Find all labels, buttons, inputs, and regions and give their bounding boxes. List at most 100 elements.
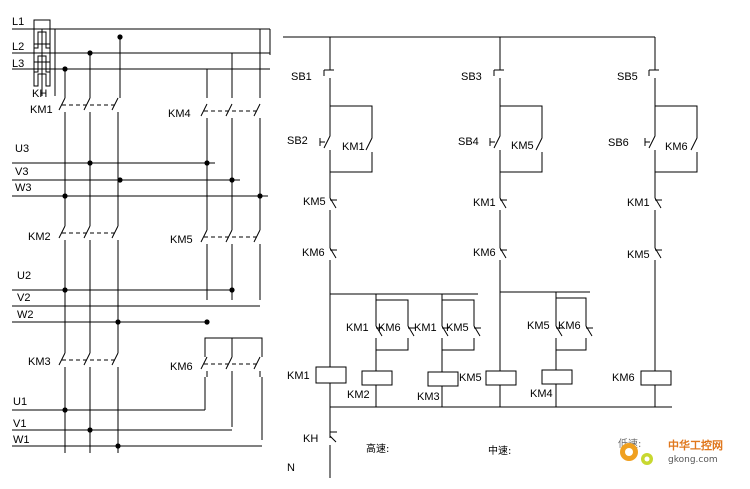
label-KM6-hold: KM6 — [665, 141, 688, 153]
label-U2: U2 — [17, 270, 31, 282]
label-KM5-lock3: KM5 — [627, 249, 650, 261]
km6-power-contact-3 — [253, 356, 261, 377]
km6-star-bridge — [204, 337, 263, 357]
label-KM1-hold: KM1 — [342, 141, 365, 153]
ctrl-aux-KM5-a — [473, 318, 481, 346]
label-KM4-power: KM4 — [168, 108, 191, 120]
label-KM6-lock2: KM6 — [473, 247, 496, 259]
dot-U2-b — [229, 287, 235, 293]
km5-power-contact-2 — [225, 229, 233, 250]
label-coil-KM3: KM3 — [417, 391, 440, 403]
label-KH-control: KH — [303, 433, 318, 445]
label-aux-KM1-a: KM1 — [346, 322, 369, 334]
km5-power-contact-3 — [253, 229, 261, 250]
ctrl-col1-stop — [323, 64, 334, 86]
km3-power-contact-1 — [58, 352, 66, 373]
km3-power-contact-3 — [111, 352, 119, 373]
dot-U1 — [62, 407, 68, 413]
label-V3: V3 — [15, 166, 28, 178]
ctrl-aux12-join — [376, 346, 409, 351]
label-coil-KM5: KM5 — [459, 372, 482, 384]
dot-W1 — [115, 443, 121, 449]
diagram-labels: L1 L2 L3 KH KM1 KM2 KM3 KM4 KM5 KM6 U3 V… — [12, 16, 688, 474]
ctrl-aux6-feed — [555, 292, 587, 318]
coil-KM6 — [640, 370, 672, 386]
ctrl-col1-hold — [365, 132, 373, 158]
coil-KM1 — [315, 366, 347, 384]
ctrl-kh-contact — [329, 430, 337, 478]
km2-power-contact-2 — [83, 225, 91, 246]
label-KM5-hold: KM5 — [511, 140, 534, 152]
ctrl-col3-hold-top — [655, 105, 698, 132]
dot-V3-b — [229, 177, 235, 183]
coil-KM3 — [427, 371, 459, 387]
coil-KM5 — [485, 370, 517, 386]
label-KM1-power: KM1 — [30, 104, 53, 116]
km6-power-contact-2 — [225, 356, 233, 377]
label-KM3-power: KM3 — [28, 356, 51, 368]
ctrl-aux-KM1-b — [441, 318, 449, 346]
watermark-brand: 中华工控网 — [668, 438, 723, 452]
km1-power-contact-3 — [111, 97, 119, 118]
kh-power-frame-top — [33, 19, 51, 49]
km3-power-contact-2 — [83, 352, 91, 373]
label-V2: V2 — [17, 292, 30, 304]
km4-power-contact-1 — [200, 103, 208, 124]
ctrl-aux34-join — [442, 346, 475, 351]
ctrl-col2-hold-bottom — [500, 158, 543, 173]
ctrl-col1-hold-bottom — [330, 158, 373, 173]
label-SB2: SB2 — [287, 135, 308, 147]
ctrl-col3-hold — [690, 132, 698, 158]
ctrl-aux-KM5-b — [555, 318, 563, 346]
ctrl-aux-KM6-b — [585, 318, 593, 346]
label-SB3: SB3 — [461, 71, 482, 83]
ctrl-col2-stop — [493, 64, 504, 86]
km2-power-contact-1 — [58, 225, 66, 246]
label-KM6-power: KM6 — [170, 361, 193, 373]
label-KM2-power: KM2 — [28, 231, 51, 243]
label-L2: L2 — [12, 41, 24, 53]
ctrl-col2-start — [489, 130, 501, 156]
km5-power-contact-1 — [200, 229, 208, 250]
label-aux-KM6-b: KM6 — [558, 320, 581, 332]
ctrl-col2-lock2 — [499, 240, 507, 268]
km4-power-contact-3 — [253, 103, 261, 124]
ctrl-col1-lock2 — [329, 240, 337, 268]
ctrl-col3-hold-bottom — [655, 158, 698, 173]
dot-V3-a — [117, 177, 123, 183]
ctrl-col2-hold-top — [500, 105, 543, 132]
dot-W2-b — [204, 319, 210, 325]
ctrl-col1-start — [319, 130, 331, 156]
label-KM6-lock1: KM6 — [302, 247, 325, 259]
power-circuit — [12, 19, 271, 453]
ctrl-aux-KM1-a — [375, 318, 383, 346]
label-SB1: SB1 — [291, 71, 312, 83]
ctrl-aux56-join — [556, 346, 587, 351]
label-KM1-lock2: KM1 — [473, 197, 496, 209]
ctrl-col3-stop — [648, 64, 659, 86]
label-aux-KM5-b: KM5 — [527, 320, 550, 332]
ctrl-col2-lock1 — [499, 190, 507, 218]
label-SB5: SB5 — [617, 71, 638, 83]
dot-V1 — [87, 427, 93, 433]
label-N: N — [287, 462, 295, 474]
watermark-site: gkong.com — [668, 455, 718, 465]
label-L3: L3 — [12, 58, 24, 70]
label-SB4: SB4 — [458, 136, 479, 148]
ctrl-col1-hold-top — [330, 105, 373, 132]
km4-power-contact-2 — [225, 103, 233, 124]
km6-power-contact-1 — [200, 356, 208, 377]
ctrl-col3-start — [644, 130, 656, 156]
coil-KM4 — [541, 369, 573, 385]
ctrl-col3-lock1 — [654, 190, 662, 218]
note-high-speed: 高速: — [366, 442, 389, 455]
note-mid-speed: 中速: — [488, 444, 511, 457]
ctrl-col2-hold — [535, 132, 543, 158]
label-W2: W2 — [17, 309, 34, 321]
label-W1: W1 — [13, 434, 30, 446]
label-KM1-lock3: KM1 — [627, 197, 650, 209]
km1-power-contact-1 — [58, 97, 66, 118]
label-U1: U1 — [13, 396, 27, 408]
label-SB6: SB6 — [608, 137, 629, 149]
